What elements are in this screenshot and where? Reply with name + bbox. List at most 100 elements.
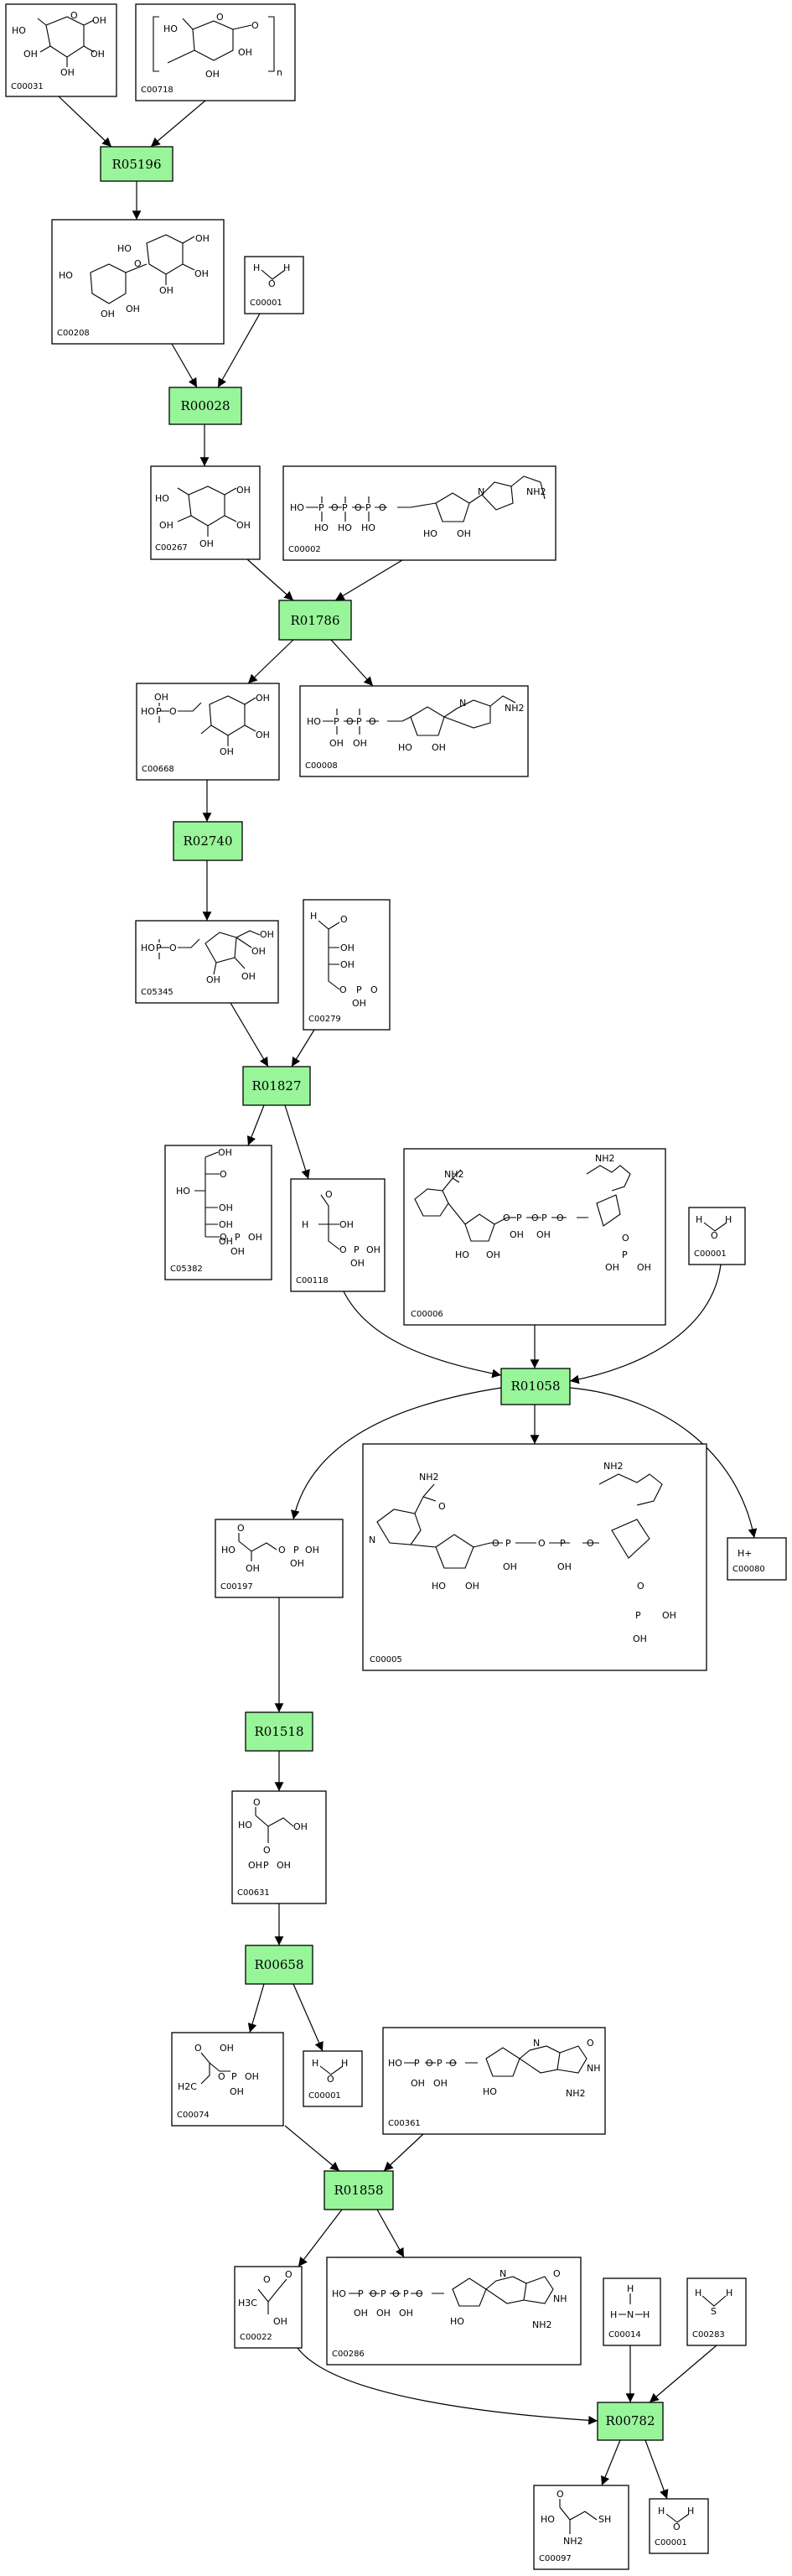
atom: HO bbox=[155, 493, 169, 504]
reaction-r01058[interactable]: R01058 bbox=[500, 1368, 571, 1405]
atom: O bbox=[263, 2274, 271, 2285]
edge-c00001a-r00028 bbox=[217, 313, 261, 388]
atom: HO bbox=[361, 522, 375, 533]
reaction-r01786[interactable]: R01786 bbox=[278, 600, 352, 641]
reaction-r00658[interactable]: R00658 bbox=[245, 1945, 313, 1985]
atom: P bbox=[356, 984, 362, 995]
atom: H bbox=[302, 1219, 308, 1230]
compound-c00031[interactable]: HO OH OH OH OH O C00031 bbox=[5, 3, 117, 97]
structure-drawing: O HO OH O P OH OH bbox=[221, 1523, 319, 1574]
structure-drawing: HO P O P O P O OH OH OH HO O NH NH2 N bbox=[332, 2268, 567, 2330]
atom: OH bbox=[536, 1229, 551, 1240]
reaction-r00782[interactable]: R00782 bbox=[597, 2402, 664, 2441]
compound-c00001-water-4[interactable]: H O H C00001 bbox=[649, 2498, 709, 2554]
structure-drawing: HO OH OH O O n bbox=[153, 12, 282, 80]
atom: P bbox=[414, 2058, 420, 2069]
atom: OH bbox=[353, 738, 367, 749]
atom: OH bbox=[230, 1246, 245, 1257]
atom: OH bbox=[238, 47, 252, 58]
atom: H bbox=[310, 911, 317, 922]
atom: HO bbox=[59, 270, 73, 281]
compound-c05382[interactable]: OH O HO OH OH OH O P OH OH C05382 bbox=[164, 1145, 272, 1280]
atom: NH2 bbox=[595, 1153, 615, 1164]
atom: HO bbox=[338, 522, 352, 533]
compound-id: C00283 bbox=[692, 2330, 725, 2340]
atom: OH bbox=[503, 1561, 517, 1572]
atom: NH bbox=[553, 2293, 567, 2304]
reaction-r05196[interactable]: R05196 bbox=[100, 146, 173, 182]
edge-c05345-r01827 bbox=[230, 1002, 269, 1067]
compound-c00097[interactable]: O HO SH NH2 C00097 bbox=[533, 2485, 629, 2570]
compound-c00267[interactable]: HO OH OH OH OH C00267 bbox=[150, 465, 261, 560]
edge-r01058-c00197 bbox=[291, 1387, 502, 1520]
compound-c00208[interactable]: HO OH OH OH OH HO OH O C00208 bbox=[51, 219, 225, 345]
reaction-r02740[interactable]: R02740 bbox=[173, 821, 243, 861]
atom: P bbox=[358, 2288, 364, 2299]
reaction-r01827[interactable]: R01827 bbox=[242, 1066, 311, 1106]
compound-c00286[interactable]: HO P O P O P O OH OH OH HO O NH NH2 N C0… bbox=[326, 2257, 582, 2366]
atom: O bbox=[556, 2489, 564, 2500]
compound-id: C00631 bbox=[237, 1888, 270, 1898]
compound-c00002[interactable]: HO P O P O P O HO HO HO OH HO NH2 N C000… bbox=[282, 465, 556, 561]
atom: P bbox=[293, 1545, 299, 1555]
compound-c00668[interactable]: HO P OH O OH OH OH C00668 bbox=[136, 683, 280, 781]
compound-c00006[interactable]: NH2 NH2 O P O P O OH OH HO OH O P OH OH … bbox=[403, 1148, 666, 1326]
compound-c00014[interactable]: H N H H C00014 bbox=[603, 2277, 661, 2346]
atom: H bbox=[627, 2283, 634, 2294]
edge-r00782-c00001d bbox=[644, 2439, 669, 2500]
reaction-r01518[interactable]: R01518 bbox=[245, 1711, 313, 1752]
atom: HO bbox=[12, 25, 26, 36]
compound-c00080[interactable]: H+ C00080 bbox=[727, 1537, 787, 1581]
atom: O bbox=[538, 1538, 546, 1549]
structure-drawing: H O H bbox=[312, 2058, 348, 2085]
compound-c00718[interactable]: HO OH OH O O n C00718 bbox=[135, 3, 296, 101]
compound-c05345[interactable]: HO P O OH OH OH OH C05345 bbox=[135, 920, 279, 1004]
compound-c00631[interactable]: O HO OH O P OH OH C00631 bbox=[231, 1790, 327, 1904]
reaction-label: R01827 bbox=[251, 1078, 301, 1093]
atom: OH bbox=[432, 742, 446, 753]
reaction-label: R01058 bbox=[510, 1379, 560, 1394]
compound-c00001-water-1[interactable]: H O H C00001 bbox=[244, 256, 304, 314]
compound-c00008[interactable]: HO P O P O OH OH HO OH NH2 N C00008 bbox=[299, 685, 529, 777]
edge-r00782-c00097 bbox=[601, 2439, 621, 2486]
reaction-r00028[interactable]: R00028 bbox=[168, 387, 242, 425]
compound-id: C00074 bbox=[177, 2111, 210, 2120]
atom: H bbox=[687, 2506, 694, 2516]
compound-c00279[interactable]: H O OH OH O P O OH C00279 bbox=[303, 899, 391, 1031]
atom: OH bbox=[60, 67, 75, 78]
compound-c00283[interactable]: H S H C00283 bbox=[686, 2277, 747, 2346]
atom: H bbox=[658, 2506, 665, 2516]
reaction-box bbox=[242, 1066, 311, 1106]
compound-c00197[interactable]: O HO OH O P OH OH C00197 bbox=[215, 1519, 344, 1598]
structure-drawing: NH2 NH2 O P O P O OH OH HO OH O P OH OH bbox=[414, 1153, 651, 1273]
structure-drawing: H+ bbox=[738, 1548, 753, 1559]
atom: OH bbox=[293, 1821, 308, 1832]
atom: OH bbox=[220, 2043, 234, 2054]
reaction-label: R01518 bbox=[254, 1724, 303, 1739]
compound-box bbox=[649, 2498, 709, 2554]
atom: OH bbox=[633, 1633, 647, 1644]
atom: HO bbox=[307, 716, 321, 727]
compound-c00001-water-3[interactable]: H O H C00001 bbox=[303, 2050, 363, 2107]
atom: H bbox=[725, 1214, 732, 1225]
reaction-r01858[interactable]: R01858 bbox=[324, 2170, 394, 2210]
compound-c00118[interactable]: O H OH O P OH OH C00118 bbox=[290, 1178, 386, 1292]
compound-c00005[interactable]: NH2 NH2 O N O P O P O OH OH HO OH O P OH… bbox=[362, 1443, 707, 1671]
compound-c00022[interactable]: O H3C OH O C00022 bbox=[234, 2266, 303, 2349]
edge-r01827-c05382 bbox=[246, 1104, 265, 1146]
edge-r00658-c00001c bbox=[292, 1983, 324, 2052]
compound-c00361[interactable]: HO P O P O OH OH HO O NH NH2 N C00361 bbox=[382, 2027, 606, 2135]
atom: NH2 bbox=[444, 1169, 464, 1180]
compound-c00074[interactable]: O OH H2C O P OH OH C00074 bbox=[171, 2032, 284, 2127]
atom: OH bbox=[219, 1219, 233, 1230]
atom: OH bbox=[305, 1545, 319, 1555]
atom: O bbox=[340, 914, 348, 925]
compound-c00001-water-2[interactable]: H O H C00001 bbox=[688, 1207, 746, 1265]
atom: OH bbox=[256, 693, 270, 704]
compound-box bbox=[290, 1178, 386, 1292]
atom: NH2 bbox=[505, 703, 525, 714]
atom: O bbox=[449, 2058, 457, 2069]
compound-id: C00001 bbox=[250, 299, 282, 308]
atom: P bbox=[235, 1232, 241, 1243]
atom: O bbox=[220, 1232, 227, 1243]
